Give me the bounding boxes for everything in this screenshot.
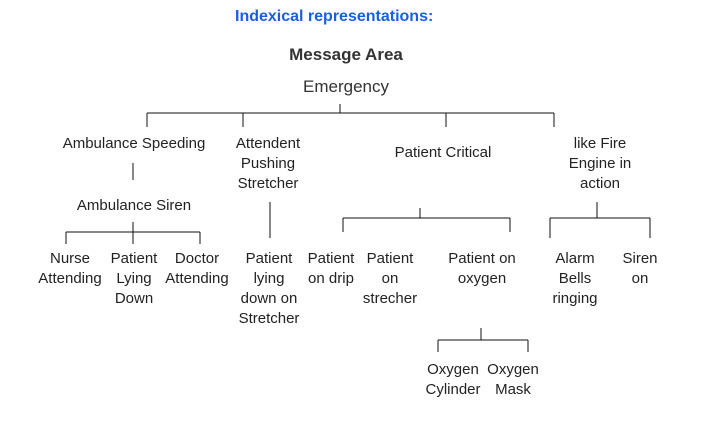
leaf-siren-on: Siren on bbox=[622, 250, 658, 287]
page-title: Indexical representations: bbox=[235, 8, 434, 25]
node-ambulance-siren: Ambulance Siren bbox=[76, 197, 192, 214]
node-patient-critical: Patient Critical bbox=[394, 144, 492, 161]
leaf-nurse-attending: Nurse Attending bbox=[38, 250, 102, 287]
leaf-patient-lying-down: Patient Lying Down bbox=[110, 250, 158, 307]
node-attendent-pushing: Attendent Pushing Stretcher bbox=[235, 135, 301, 192]
leaf-patient-on-stretcher: Patient lying down on Stretcher bbox=[238, 250, 300, 327]
leaf-alarm-bells: Alarm Bells ringing bbox=[552, 250, 598, 307]
leaf-oxygen-mask: Oxygen Mask bbox=[487, 361, 539, 398]
leaf-oxygen-cylinder: Oxygen Cylinder bbox=[425, 361, 481, 398]
emergency-node: Emergency bbox=[303, 77, 389, 96]
node-fire-engine: like Fire Engine in action bbox=[568, 135, 632, 192]
leaf-patient-on-drip: Patient on drip bbox=[307, 250, 355, 287]
leaf-patient-on-oxygen: Patient on oxygen bbox=[448, 250, 516, 287]
leaf-doctor-attending: Doctor Attending bbox=[165, 250, 229, 287]
message-area-heading: Message Area bbox=[289, 45, 403, 64]
leaf-patient-on-strecher: Patient on strecher bbox=[362, 250, 418, 307]
node-ambulance-speeding: Ambulance Speeding bbox=[62, 135, 206, 152]
